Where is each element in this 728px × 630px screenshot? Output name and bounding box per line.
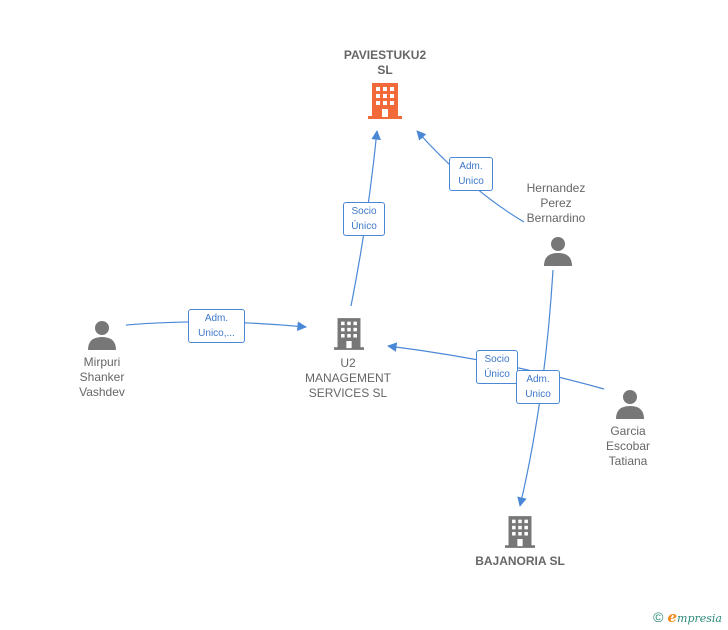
edge-label-hernandez-to-paviestuku[interactable]: Adm. Unico (449, 157, 493, 191)
edge-label-hernandez-to-bajanoria[interactable]: Adm. Unico (516, 370, 560, 404)
person-icon[interactable] (543, 236, 573, 266)
brand-rest: mpresia (677, 612, 722, 625)
edge-label-u2-to-paviestuku[interactable]: Socio Único (343, 202, 385, 236)
node-label-bajanoria: BAJANORIA SL (475, 554, 565, 568)
node-u2[interactable]: U2 MANAGEMENT SERVICES SL (292, 356, 404, 401)
node-bajanoria[interactable]: BAJANORIA SL (460, 554, 580, 569)
edge-label-garcia-to-u2[interactable]: Socio Único (476, 350, 518, 384)
person-icon[interactable] (87, 320, 117, 350)
node-label-paviestuku: PAVIESTUKU2 SL (343, 48, 427, 77)
node-label-garcia: Garcia Escobar Tatiana (605, 424, 651, 468)
node-label-u2: U2 MANAGEMENT SERVICES SL (304, 356, 391, 400)
brand-initial: e (667, 608, 678, 626)
brand-logo: empresia (667, 608, 722, 626)
footer-logo[interactable]: © empresia (653, 608, 722, 626)
copyright-symbol: © (653, 609, 664, 625)
node-hernandez[interactable]: Hernandez Perez Bernardino (505, 181, 607, 226)
node-mirpuri[interactable]: Mirpuri Shanker Vashdev (52, 355, 152, 400)
node-label-hernandez: Hernandez Perez Bernardino (526, 181, 586, 225)
person-icon[interactable] (615, 389, 645, 419)
node-label-mirpuri: Mirpuri Shanker Vashdev (79, 355, 125, 399)
building-icon[interactable] (334, 316, 364, 352)
building-icon[interactable] (368, 83, 402, 119)
building-icon[interactable] (505, 514, 535, 550)
edge-label-mirpuri-to-u2[interactable]: Adm. Unico,... (188, 309, 245, 343)
node-paviestuku[interactable]: PAVIESTUKU2 SL (325, 48, 445, 78)
node-garcia[interactable]: Garcia Escobar Tatiana (582, 424, 674, 469)
